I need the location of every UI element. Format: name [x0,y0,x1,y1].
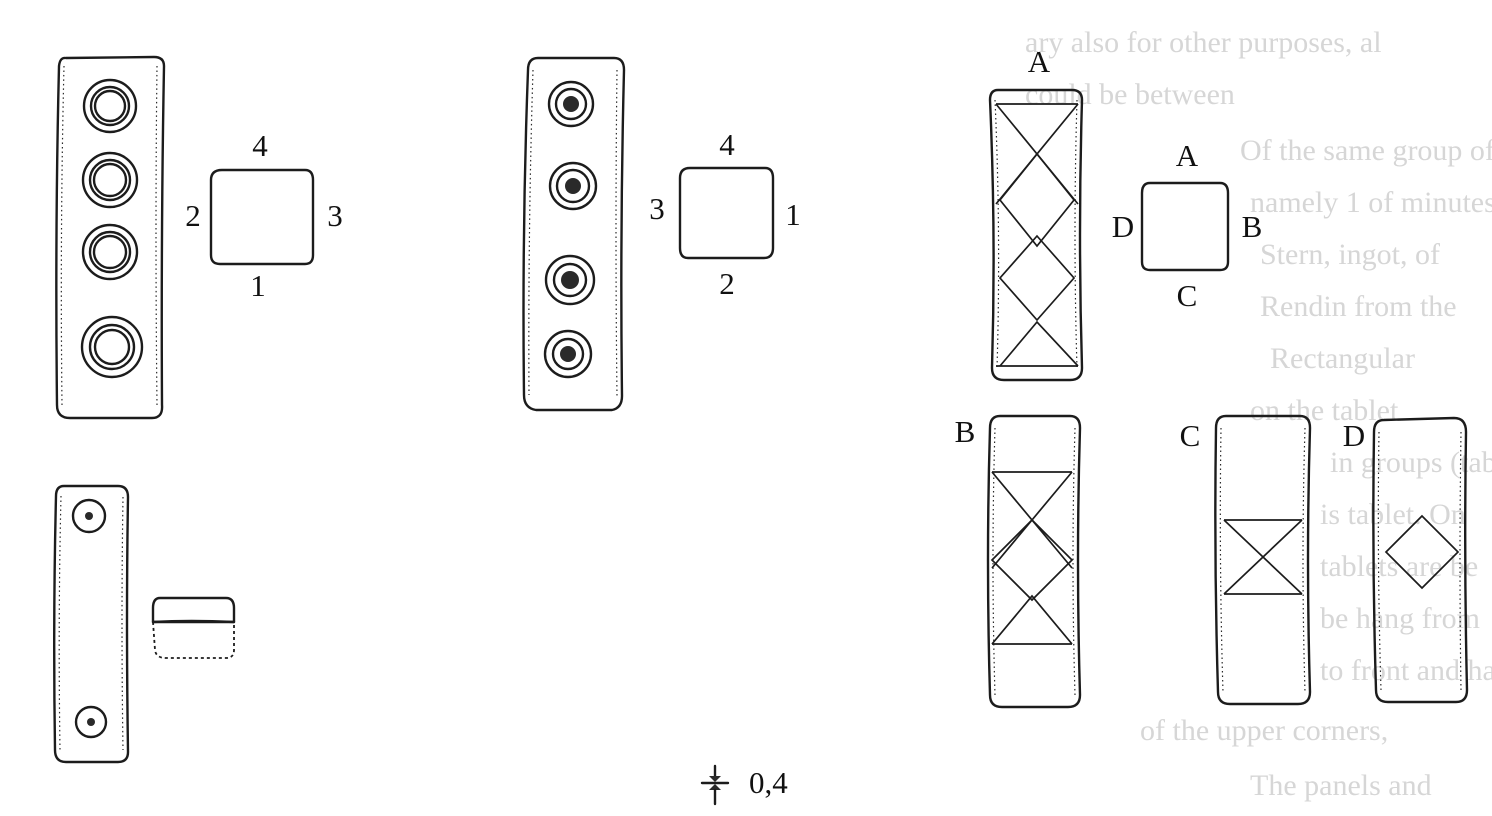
ring-hole [81,151,139,209]
section-solid [151,596,236,624]
side-label-left: 2 [185,198,201,233]
side-label-top: 4 [252,128,268,163]
background-text: ary also for other purposes, al could be… [1025,26,1492,802]
tablet-outline [1214,414,1312,706]
tablet-outline [988,88,1084,382]
tablet-four-dots [522,56,626,412]
dot-hole [547,80,595,128]
diamond-pattern [1384,514,1460,590]
background-text-line: Rendin from the [1260,290,1457,323]
triangle-pattern [991,594,1073,645]
diamond-pattern [998,234,1076,322]
thickness-section [151,596,236,659]
background-text-line: is tablet. On [1320,498,1466,531]
side-label-left: 3 [649,191,665,226]
dot-hole [548,161,598,211]
section-key-middle: 4 3 1 2 [649,127,801,301]
view-label-a: A [1028,44,1051,79]
section-key-right: A D B C [1112,138,1263,313]
side-label-right: 3 [327,198,343,233]
key-label-c: C [1177,278,1198,313]
view-label-d: D [1343,418,1365,453]
tablet-view-a: A [988,44,1084,382]
section-square [1140,181,1230,272]
tablet-view-b: B [955,414,1082,709]
dot-hole [544,254,596,306]
tablet-view-c: C [1180,414,1312,706]
small-hole [71,498,107,534]
view-label-b: B [955,414,976,449]
tablet-outline [522,56,626,412]
tablet-stipple [58,495,124,751]
section-square [209,168,315,266]
tablet-stipple [994,99,1078,369]
background-text-line: to front and half [1320,654,1492,687]
background-text-line: be hang from [1320,602,1480,635]
x-pattern [1223,519,1303,595]
background-text-line: The panels and [1250,769,1432,802]
tablet-two-holes [53,484,130,764]
key-label-d: D [1112,209,1134,244]
background-text-line: ary also for other purposes, al [1025,26,1382,59]
tablet-stipple [1219,427,1306,693]
tablet-stipple [992,427,1076,696]
scale-value: 0,4 [749,765,788,800]
tablet-four-rings [55,55,166,420]
diamond-pattern [998,152,1076,248]
tablet-outline [986,414,1082,709]
ring-hole [81,223,139,281]
tablet-view-d: D [1343,416,1469,704]
background-text-line: Rectangular [1270,342,1415,375]
tablet-outline [53,484,130,764]
diamond-pattern [990,518,1074,602]
side-label-bottom: 2 [719,266,735,301]
side-label-bottom: 1 [250,268,266,303]
key-label-b: B [1242,209,1263,244]
section-restored [152,621,235,659]
background-text-line: tablets are be [1320,550,1478,583]
tablet-stipple [1377,431,1462,691]
background-text-line: could be between [1025,78,1235,111]
side-label-top: 4 [719,127,735,162]
side-label-right: 1 [785,197,801,232]
small-hole [74,705,108,739]
view-label-c: C [1180,418,1201,453]
tablet-outline [1372,416,1469,704]
background-text-line: on the tablet [1250,394,1399,427]
tablet-stipple [60,65,158,406]
dot-hole [543,329,593,379]
section-divider [151,619,236,624]
ring-hole [80,315,144,379]
background-text-line: of the upper corners, [1140,714,1388,747]
triangle-pattern [999,320,1079,367]
ring-hole [82,78,138,134]
scale-indicator: 0,4 [700,764,788,806]
tablet-outline [55,55,166,420]
background-text-line: namely 1 of minutes [1250,186,1492,219]
section-key-left: 4 2 3 1 [185,128,343,303]
key-label-a: A [1176,138,1199,173]
background-text-line: Stern, ingot, of [1260,238,1440,271]
section-square [678,166,775,260]
background-text-line: Of the same group of [1240,134,1492,167]
